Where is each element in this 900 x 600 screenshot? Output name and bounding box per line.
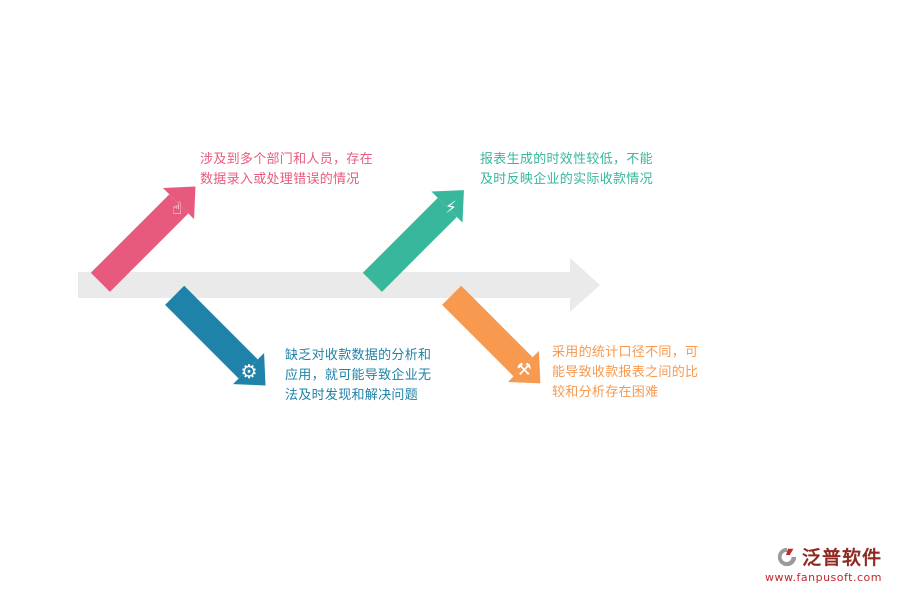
main-arrow-head-icon bbox=[570, 258, 600, 312]
cause-text-report-timeliness: 报表生成的时效性较低，不能 及时反映企业的实际收款情况 bbox=[480, 152, 653, 188]
tools-icon: ⚒ bbox=[516, 359, 532, 380]
cause-text-lack-of-analysis: 缺乏对收款数据的分析和 应用，就可能导致企业无 法及时发现和解决问题 bbox=[285, 348, 432, 404]
hand-icon: ☝ bbox=[171, 198, 183, 219]
main-arrow-body bbox=[78, 272, 570, 298]
brand-url: www.fanpusoft.com bbox=[765, 571, 882, 584]
brand-name: 泛普软件 bbox=[801, 547, 882, 569]
watermark: 泛普软件 www.fanpusoft.com bbox=[765, 543, 882, 584]
gears-icon: ⚙ bbox=[240, 360, 258, 383]
battery-icon: ⚡ bbox=[445, 197, 457, 218]
cause-text-inconsistent-statistics: 采用的统计口径不同，可 能导致收款报表之间的比 较和分析存在困难 bbox=[552, 345, 699, 401]
brand-logo-icon bbox=[777, 547, 797, 566]
cause-text-data-entry-errors: 涉及到多个部门和人员，存在 数据录入或处理错误的情况 bbox=[200, 152, 373, 188]
